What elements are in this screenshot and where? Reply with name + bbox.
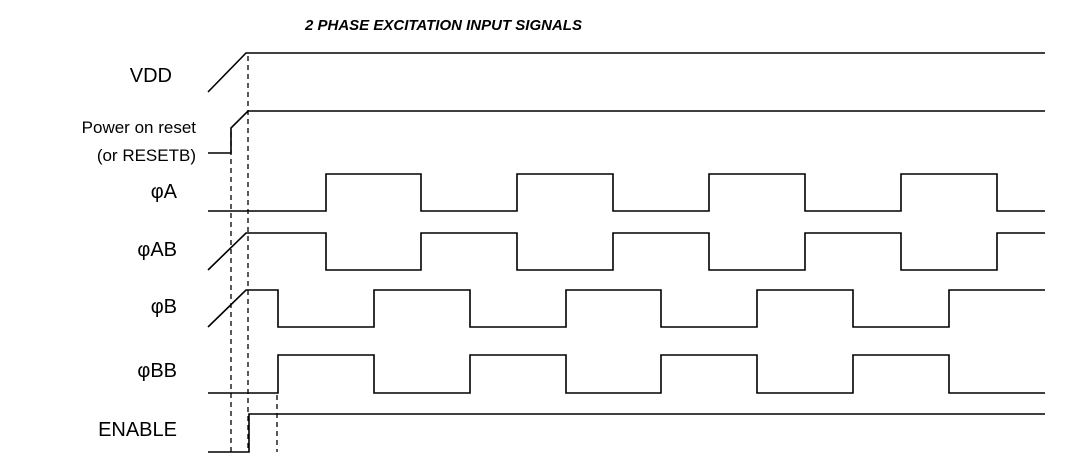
waveform-phi-b [207,289,1045,328]
waveform-vdd [207,52,1045,93]
label-phi-bb: φBB [137,360,177,382]
waveform-phi-bb [208,354,1045,394]
waveform-enable [208,413,1045,453]
label-phi-ab: φAB [137,239,177,261]
label-vdd: VDD [130,65,172,87]
label-power-on-reset: Power on reset [82,118,197,137]
label-phi-a: φA [151,181,178,203]
diagram-title: 2 PHASE EXCITATION INPUT SIGNALS [304,17,582,34]
waveform-phi-ab [207,232,1045,271]
waveform-power-on-reset [208,110,1045,154]
label-enable: ENABLE [98,419,177,441]
label-phi-b: φB [151,296,177,318]
label-resetb: (or RESETB) [97,146,196,165]
waveform-phi-a [208,173,1045,212]
